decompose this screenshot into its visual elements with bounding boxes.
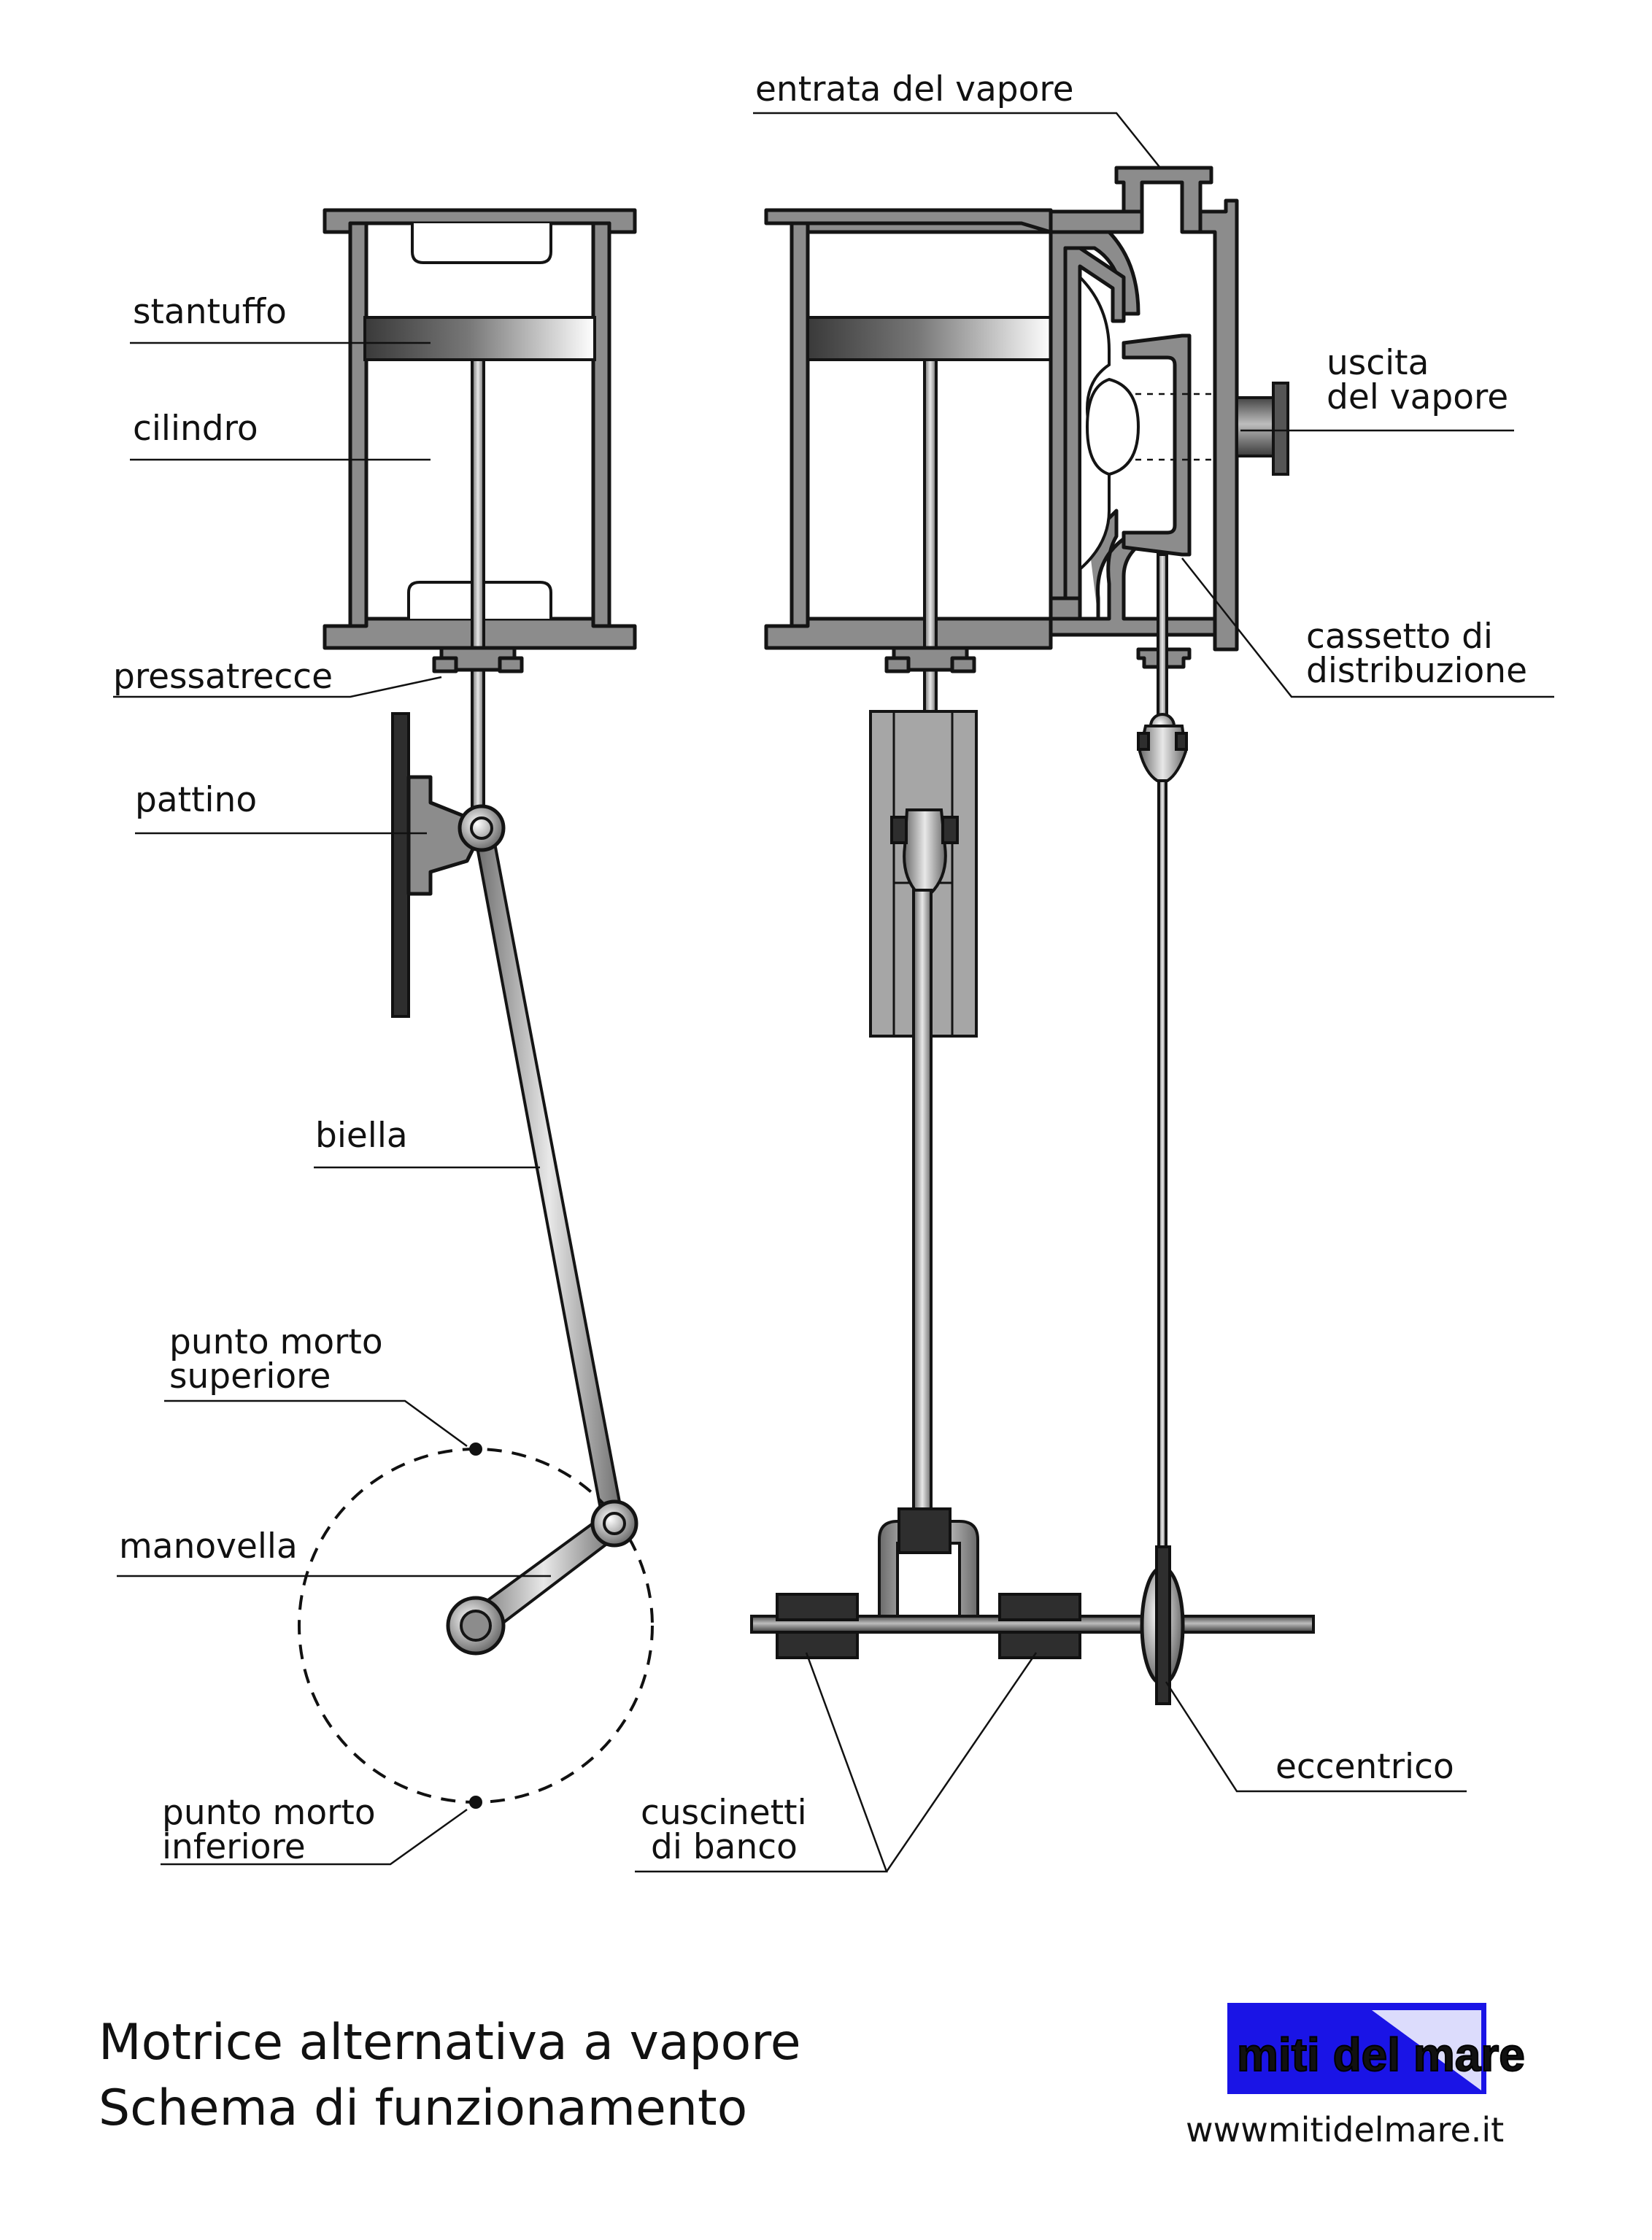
title-block: Motrice alternativa a vapore Schema di f…	[99, 2014, 801, 2137]
leader-lines	[113, 112, 1554, 1873]
label-steam-outlet-1: uscita	[1327, 343, 1429, 383]
left-crosshead-pin	[458, 804, 506, 852]
logo: miti del mare	[1227, 2003, 1526, 2094]
label-slide-valve-1: cassetto di	[1306, 617, 1493, 657]
label-tdc-1: punto morto	[169, 1322, 383, 1362]
logo-text: miti del mare	[1237, 2028, 1525, 2081]
eccentric-rod	[1137, 713, 1188, 1705]
label-piston: stantuffo	[133, 292, 287, 332]
left-connecting-rod	[472, 830, 626, 1531]
right-crosshead-guide	[869, 710, 978, 1548]
title-line-1: Motrice alternativa a vapore	[99, 2014, 801, 2071]
label-connecting-rod: biella	[315, 1116, 408, 1156]
label-main-bearings-1: cuscinetti	[641, 1793, 807, 1833]
left-piston	[363, 316, 596, 361]
right-cylinder	[764, 208, 1053, 650]
label-crank: manovella	[119, 1526, 298, 1567]
label-cylinder: cilindro	[133, 409, 258, 449]
left-crosshead-guide	[391, 712, 480, 1018]
label-slide-valve-2: distribuzione	[1306, 651, 1527, 691]
label-steam-outlet-2: del vapore	[1327, 377, 1508, 417]
slide-valve	[1085, 333, 1215, 557]
valve-gland	[1136, 553, 1192, 717]
label-bdc-2: inferiore	[162, 1827, 306, 1867]
bdc-point	[469, 1796, 482, 1809]
label-steam-inlet: entrata del vapore	[755, 69, 1074, 109]
left-crank	[446, 1499, 638, 1656]
title-line-2: Schema di funzionamento	[99, 2079, 747, 2137]
label-crosshead: pattino	[135, 780, 257, 820]
steam-chest	[1049, 166, 1239, 652]
label-gland: pressatrecce	[113, 657, 333, 697]
label-eccentric: eccentrico	[1275, 1747, 1454, 1787]
right-piston	[806, 316, 1054, 361]
labels: entrata del vapore stantuffo cilindro us…	[113, 69, 1527, 1867]
label-tdc-2: superiore	[169, 1356, 331, 1397]
left-piston-rod	[471, 358, 485, 814]
tdc-point	[469, 1443, 482, 1456]
crank-circle	[298, 1443, 654, 1809]
right-gland	[884, 646, 976, 673]
steam-outlet-pipe	[1235, 382, 1289, 476]
website-url: wwwmitidelmare.it	[1186, 2110, 1504, 2150]
label-main-bearings-2: di banco	[651, 1827, 798, 1867]
crankshaft	[750, 1507, 1315, 1659]
label-bdc-1: punto morto	[162, 1793, 376, 1833]
left-gland	[432, 646, 524, 673]
